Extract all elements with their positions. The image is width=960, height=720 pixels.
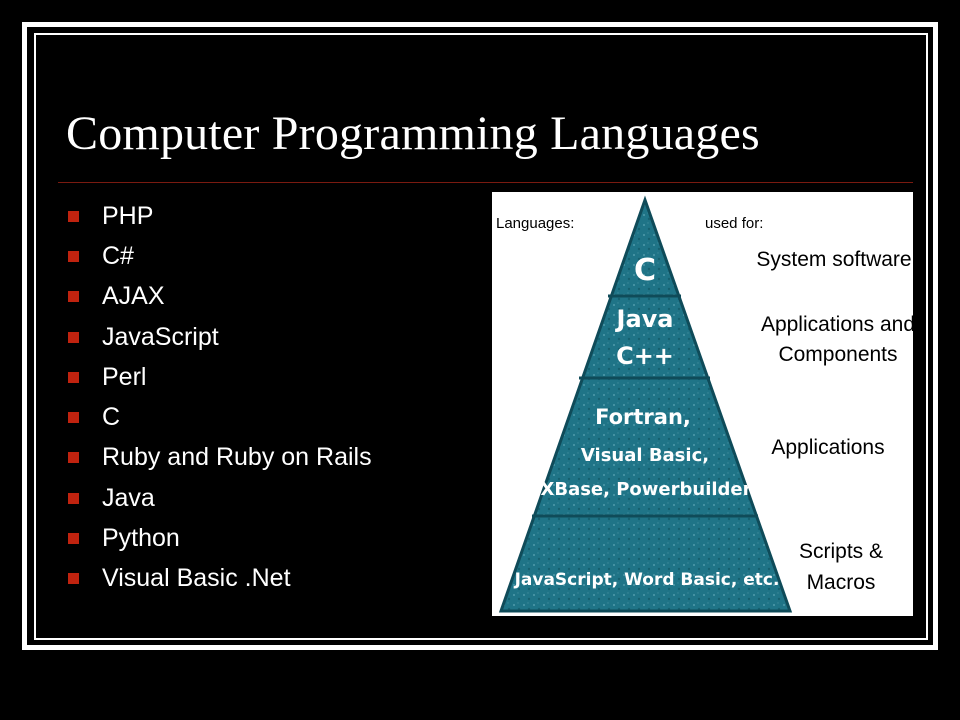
bullet-item: Python (68, 518, 372, 558)
bullet-text: Visual Basic .Net (102, 564, 291, 593)
pyramid-svg: Languages: used for: C Java C++ Fortran,… (496, 195, 913, 613)
square-bullet-icon (68, 492, 79, 504)
slide-frame-outer (22, 22, 938, 650)
square-bullet-icon (68, 573, 79, 585)
bullet-text: JavaScript (102, 322, 219, 351)
bullet-item: C# (68, 236, 372, 276)
bullet-text: AJAX (102, 282, 165, 311)
bullet-text: Ruby and Ruby on Rails (102, 443, 372, 472)
language-pyramid-diagram: Languages: used for: C Java C++ Fortran,… (492, 192, 913, 616)
square-bullet-icon (68, 371, 79, 383)
square-bullet-icon (68, 250, 79, 262)
tier-2-use: Components (778, 343, 897, 366)
title-divider (58, 182, 913, 183)
tier-1-use: System software (756, 248, 911, 271)
bullet-item: Ruby and Ruby on Rails (68, 438, 372, 478)
tier-1-language: C (634, 253, 656, 288)
tier-3-use: Applications (771, 436, 884, 459)
bullet-item: PHP (68, 196, 372, 236)
slide-frame-inner (34, 33, 928, 640)
bullet-text: C# (102, 241, 134, 270)
pyramid-body (498, 195, 793, 613)
bullet-text: Python (102, 524, 180, 553)
tier-2-use: Applications and (761, 313, 913, 336)
bullet-item: Java (68, 478, 372, 518)
square-bullet-icon (68, 331, 79, 343)
tier-2-language: Java (615, 305, 674, 333)
square-bullet-icon (68, 452, 79, 464)
slide-title: Computer Programming Languages (66, 107, 760, 160)
bullet-item: C (68, 397, 372, 437)
tier-2-language: C++ (616, 342, 674, 370)
bullet-text: Java (102, 483, 155, 512)
pyramid-shape (498, 195, 793, 613)
bullet-item: JavaScript (68, 317, 372, 357)
square-bullet-icon (68, 533, 79, 545)
square-bullet-icon (68, 291, 79, 303)
bullet-item: Perl (68, 357, 372, 397)
tier-3-language: Visual Basic, (581, 445, 709, 466)
tier-3-language: Fortran, (595, 405, 691, 429)
square-bullet-icon (68, 412, 79, 424)
square-bullet-icon (68, 210, 79, 222)
bullet-text: C (102, 403, 121, 432)
tier-4-language: JavaScript, Word Basic, etc. (514, 570, 780, 590)
header-used-for-label: used for: (705, 215, 763, 232)
tier-4-use: Macros (807, 571, 876, 594)
language-bullet-list: PHP C# AJAX JavaScript Perl C Ruby and R… (68, 196, 372, 599)
tier-4-use: Scripts & (799, 540, 883, 563)
bullet-text: PHP (102, 201, 154, 230)
header-languages-label: Languages: (496, 215, 574, 232)
bullet-item: Visual Basic .Net (68, 559, 372, 599)
bullet-item: AJAX (68, 277, 372, 317)
bullet-text: Perl (102, 362, 147, 391)
tier-3-language: XBase, Powerbuilder (540, 479, 751, 500)
